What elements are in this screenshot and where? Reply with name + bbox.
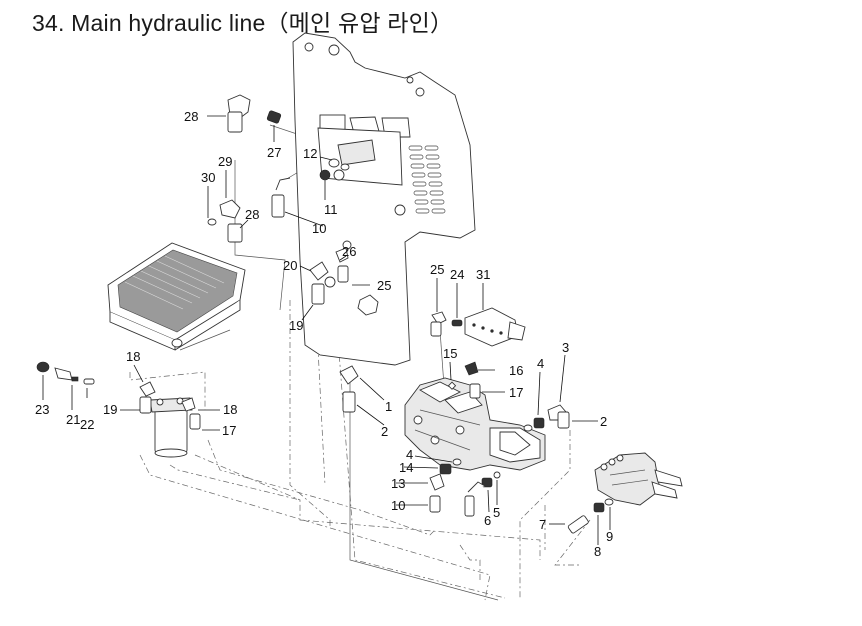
callout: 5 bbox=[493, 505, 500, 520]
callout: 14 bbox=[399, 460, 413, 475]
mounting-plate bbox=[292, 32, 476, 366]
oil-cooler bbox=[107, 242, 246, 351]
callout: 24 bbox=[450, 267, 464, 282]
callout: 21 bbox=[66, 412, 80, 427]
callout: 7 bbox=[539, 517, 546, 532]
oil-filter bbox=[149, 397, 193, 458]
callout: 12 bbox=[303, 146, 317, 161]
callout: 17 bbox=[509, 385, 523, 400]
fittings bbox=[36, 94, 614, 534]
callout: 19 bbox=[103, 402, 117, 417]
callout: 6 bbox=[484, 513, 491, 528]
plate-vent-slots bbox=[408, 145, 446, 214]
callout: 13 bbox=[391, 476, 405, 491]
manifold-block bbox=[464, 307, 526, 347]
callout: 30 bbox=[201, 170, 215, 185]
callout: 31 bbox=[476, 267, 490, 282]
callout: 2 bbox=[600, 414, 607, 429]
callout: 1 bbox=[385, 399, 392, 414]
callout: 28 bbox=[184, 109, 198, 124]
callout: 16 bbox=[509, 363, 523, 378]
callout: 18 bbox=[126, 349, 140, 364]
hydraulic-pump bbox=[404, 377, 546, 471]
callout-numbers: 28 27 29 12 30 11 28 10 20 26 25 25 24 3… bbox=[35, 109, 613, 559]
callout: 19 bbox=[289, 318, 303, 333]
callout: 10 bbox=[391, 498, 405, 513]
callout: 22 bbox=[80, 417, 94, 432]
page-title: 34. Main hydraulic line（메인 유압 라인） bbox=[32, 10, 454, 36]
callout: 25 bbox=[430, 262, 444, 277]
callout: 11 bbox=[324, 202, 338, 217]
callout: 28 bbox=[245, 207, 259, 222]
callout: 4 bbox=[537, 356, 544, 371]
control-valve bbox=[594, 452, 683, 506]
callout: 26 bbox=[342, 244, 356, 259]
callout: 17 bbox=[222, 423, 236, 438]
callout: 2 bbox=[381, 424, 388, 439]
callout: 9 bbox=[606, 529, 613, 544]
callout: 4 bbox=[406, 447, 413, 462]
callout: 8 bbox=[594, 544, 601, 559]
callout: 29 bbox=[218, 154, 232, 169]
callout: 25 bbox=[377, 278, 391, 293]
callout: 23 bbox=[35, 402, 49, 417]
callout: 10 bbox=[312, 221, 326, 236]
callout: 27 bbox=[267, 145, 281, 160]
callout: 18 bbox=[223, 402, 237, 417]
callout: 20 bbox=[283, 258, 297, 273]
callout: 15 bbox=[443, 346, 457, 361]
callout: 3 bbox=[562, 340, 569, 355]
leader-lines bbox=[42, 115, 611, 545]
